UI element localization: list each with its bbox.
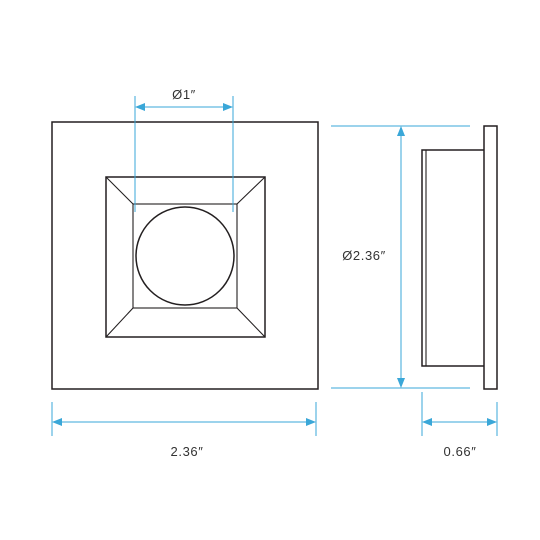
arrowhead-right-icon xyxy=(223,103,233,111)
dimension-aperture: Ø1″ xyxy=(134,87,234,212)
label-depth: 0.66″ xyxy=(444,444,477,459)
front-view xyxy=(51,121,319,390)
side-housing-body xyxy=(421,149,484,367)
arrowhead-left-icon xyxy=(422,418,432,426)
aperture-square xyxy=(132,203,238,309)
dimension-overall-diameter: Ø2.36″ xyxy=(331,125,470,389)
dimension-depth: 0.66″ xyxy=(421,392,498,459)
dimension-overall-width: 2.36″ xyxy=(51,402,317,459)
arrowhead-right-icon xyxy=(306,418,316,426)
side-flange xyxy=(483,125,498,390)
label-overall-diameter: Ø2.36″ xyxy=(342,248,386,263)
arrowhead-down-icon xyxy=(397,378,405,388)
arrowhead-up-icon xyxy=(397,126,405,136)
bevel-line-bottom-right xyxy=(236,307,266,338)
outer-trim-square xyxy=(51,121,319,390)
aperture-circle xyxy=(135,206,235,306)
bevel-line-top-left xyxy=(105,176,134,205)
inner-recess-square xyxy=(105,176,266,338)
label-aperture-diameter: Ø1″ xyxy=(172,87,196,102)
side-view xyxy=(421,125,498,390)
bevel-line-bottom-left xyxy=(105,307,134,338)
bevel-line-top-right xyxy=(236,176,266,205)
label-overall-width: 2.36″ xyxy=(171,444,204,459)
arrowhead-left-icon xyxy=(52,418,62,426)
arrowhead-left-icon xyxy=(135,103,145,111)
arrowhead-right-icon xyxy=(487,418,497,426)
